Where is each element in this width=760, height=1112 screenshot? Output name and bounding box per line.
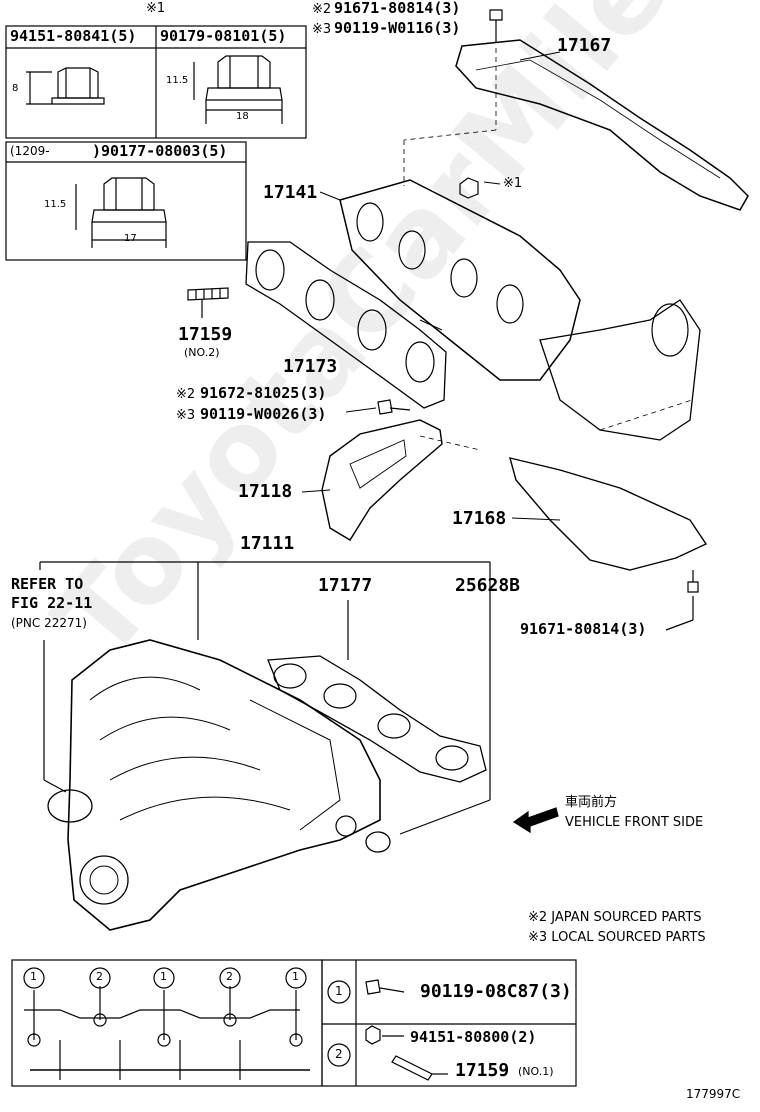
label-17168: 17168 <box>452 508 507 529</box>
bolt-mid-mark2: ※2 <box>176 387 196 402</box>
nut3-date: (1209- <box>10 144 50 158</box>
flange-nut-1 <box>26 67 105 105</box>
front-direction-arrow <box>512 807 559 834</box>
nut2-width: 18 <box>236 111 249 122</box>
legend-pos-2b: 2 <box>226 970 233 983</box>
bolt-mid-pn-local: 90119-W0026(3) <box>200 405 327 423</box>
exhaust-manifold-17141 <box>339 179 581 381</box>
nut3-width: 17 <box>124 233 137 244</box>
bolt-top-pn-local: 90119-W0116(3) <box>334 19 461 37</box>
gasket-17177 <box>267 655 487 783</box>
label-17118: 17118 <box>238 481 293 502</box>
heat-insulator-17168 <box>509 457 708 571</box>
direction-en: VEHICLE FRONT SIDE <box>565 815 704 830</box>
bolt-mid-pn-japan: 91672-81025(3) <box>200 384 327 402</box>
nut1-part-number: 94151-80841(5) <box>10 27 137 45</box>
legend-row2-note: (NO.1) <box>518 1065 554 1078</box>
legend-box-left <box>11 959 323 1087</box>
bolt-mid-mark3: ※3 <box>176 408 196 423</box>
bolt-top-mark3: ※3 <box>312 22 332 37</box>
label-17177: 17177 <box>318 575 373 596</box>
direction-jp: 車両前方 <box>565 795 618 810</box>
legend-marker-1-label: 1 <box>335 984 343 998</box>
top-mark: ※1 <box>146 1 166 16</box>
flange-nut-2 <box>193 55 283 124</box>
footnote-local: ※3 LOCAL SOURCED PARTS <box>528 930 706 945</box>
bolt-top-mark2: ※2 <box>312 2 332 17</box>
stud-17159 <box>187 287 229 301</box>
nut-1 <box>459 177 479 199</box>
nut2-part-number: 90179-08101(5) <box>160 27 287 45</box>
diagram-id: 177997C <box>686 1087 741 1101</box>
label-17111: 17111 <box>240 533 295 554</box>
bolt-right <box>665 570 699 631</box>
footnote-japan: ※2 JAPAN SOURCED PARTS <box>528 910 702 925</box>
gasket-17173 <box>245 241 447 409</box>
legend-row1-pn: 90119-08C87(3) <box>420 981 572 1002</box>
nut3-part-number: )90177-08003(5) <box>92 142 228 160</box>
bolt-top-pn-japan: 91671-80814(3) <box>334 0 461 17</box>
legend-pos-1b: 1 <box>160 970 167 983</box>
label-17167: 17167 <box>557 35 612 56</box>
legend-row2-pn2: 17159 <box>455 1060 510 1081</box>
label-nut-mark1: ※1 <box>503 176 523 191</box>
bolt-top <box>489 9 503 42</box>
label-17173: 17173 <box>283 356 338 377</box>
label-17141: 17141 <box>263 182 318 203</box>
label-17159-note: (NO.2) <box>184 346 220 359</box>
refer-line2: FIG 22-11 <box>11 594 93 612</box>
legend-marker-1 <box>23 967 45 989</box>
legend-pos-2a: 2 <box>96 970 103 983</box>
nut2-height: 11.5 <box>166 75 189 86</box>
label-25628B: 25628B <box>455 575 521 596</box>
label-bolt-right: 91671-80814(3) <box>520 620 647 638</box>
nut1-height: 8 <box>12 83 19 94</box>
bolt-mid <box>377 399 411 415</box>
refer-line1: REFER TO <box>11 575 84 593</box>
gasket-ring-22271 <box>47 789 93 823</box>
flange-nut-3 <box>75 177 167 248</box>
catalytic-converter <box>539 299 701 441</box>
legend-row2-pn1: 94151-80800(2) <box>410 1028 537 1046</box>
legend-pos-1a: 1 <box>30 970 37 983</box>
legend-pos-1c: 1 <box>292 970 299 983</box>
bracket-17118 <box>321 419 443 541</box>
refer-line3: (PNC 22271) <box>11 616 87 630</box>
nut3-height: 11.5 <box>44 199 67 210</box>
gasket-25628B <box>365 831 391 853</box>
heat-insulator-17167 <box>455 39 749 211</box>
label-17159: 17159 <box>178 324 233 345</box>
intake-manifold-17111 <box>67 639 381 931</box>
legend-box-right <box>321 959 577 1087</box>
legend-marker-2-label: 2 <box>335 1047 343 1061</box>
nut-table-bottom <box>5 141 247 261</box>
